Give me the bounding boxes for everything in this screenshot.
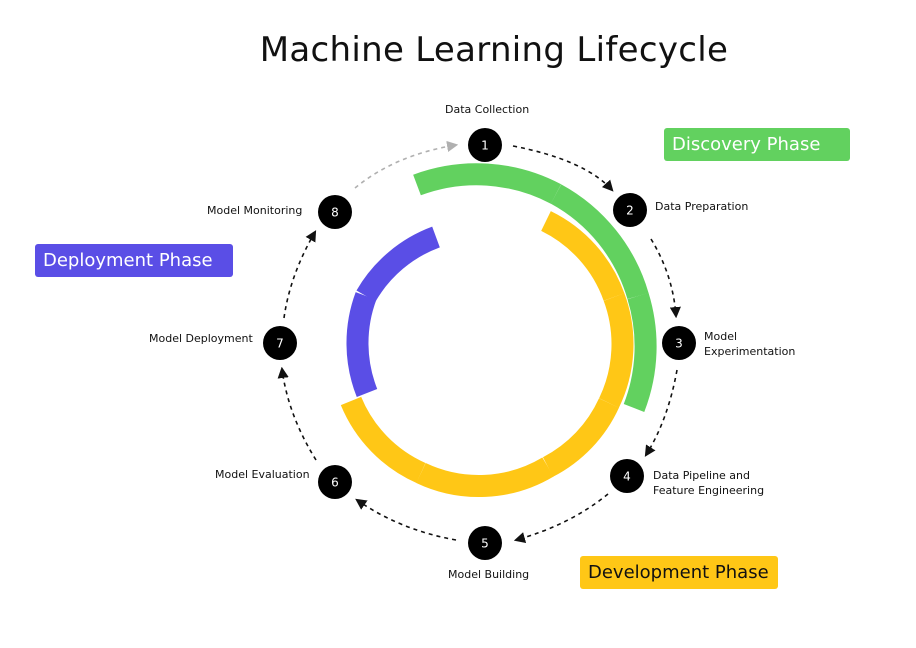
step-label-4-line-2: Feature Engineering bbox=[653, 484, 765, 497]
development-phase-label: Development Phase bbox=[580, 556, 778, 589]
development-arc-segment-3 bbox=[542, 398, 620, 477]
step-node-7: 7 bbox=[263, 326, 297, 360]
arrow-4-to-5 bbox=[513, 493, 609, 543]
development-arc-segment-2 bbox=[598, 293, 634, 408]
step-number-5: 5 bbox=[481, 537, 489, 551]
step-node-3: 3 bbox=[662, 326, 696, 360]
arrow-2-to-3 bbox=[650, 238, 681, 319]
deployment-arc-group bbox=[346, 226, 441, 398]
deployment-arc-segment-2 bbox=[356, 226, 441, 302]
deployment-arc-segment-1 bbox=[346, 292, 378, 398]
arrow-group bbox=[277, 140, 681, 543]
step-label-7: Model Deployment bbox=[149, 332, 253, 345]
arrow-3-to-4 bbox=[644, 369, 678, 457]
arrow-5-to-6 bbox=[355, 498, 457, 541]
arrow-7-to-8 bbox=[283, 230, 317, 319]
arrow-8-to-1 bbox=[354, 140, 459, 189]
diagram-title: Machine Learning Lifecycle bbox=[259, 30, 729, 70]
step-node-5: 5 bbox=[468, 526, 502, 560]
step-number-6: 6 bbox=[331, 476, 339, 490]
discovery-arc-group bbox=[413, 163, 657, 412]
step-node-1: 1 bbox=[468, 128, 502, 162]
step-node-8: 8 bbox=[318, 195, 352, 229]
discovery-arc-segment-1 bbox=[413, 163, 562, 204]
development-arc-segment-4 bbox=[416, 457, 554, 498]
step-node-2: 2 bbox=[613, 193, 647, 227]
development-arc-group bbox=[340, 211, 634, 498]
development-arc-segment-1 bbox=[540, 211, 625, 301]
step-label-3-line-1: Model bbox=[704, 330, 738, 343]
step-label-5: Model Building bbox=[448, 568, 530, 581]
step-nodes: 1 2 3 4 5 6 7 8 bbox=[263, 128, 696, 560]
step-label-1: Data Collection bbox=[445, 103, 530, 116]
step-node-6: 6 bbox=[318, 465, 352, 499]
step-number-8: 8 bbox=[331, 206, 339, 220]
step-label-8: Model Monitoring bbox=[207, 204, 303, 217]
step-number-2: 2 bbox=[626, 204, 634, 218]
step-label-6: Model Evaluation bbox=[215, 468, 310, 481]
discovery-arc-segment-2 bbox=[550, 184, 649, 300]
step-label-4: Data Pipeline and Feature Engineering bbox=[653, 468, 764, 498]
step-label-4-line-1: Data Pipeline and bbox=[653, 469, 751, 482]
step-label-3: Model Experimentation bbox=[704, 329, 795, 359]
deployment-phase-label: Deployment Phase bbox=[35, 244, 233, 277]
step-label-2: Data Preparation bbox=[655, 200, 749, 213]
arrow-6-to-7 bbox=[277, 366, 317, 461]
development-arc-segment-5 bbox=[340, 396, 426, 484]
step-number-4: 4 bbox=[623, 470, 631, 484]
discovery-arc-segment-3 bbox=[623, 292, 657, 412]
step-number-1: 1 bbox=[481, 139, 489, 153]
step-label-3-line-2: Experimentation bbox=[704, 345, 796, 358]
discovery-phase-label: Discovery Phase bbox=[664, 128, 850, 161]
step-number-3: 3 bbox=[675, 337, 683, 351]
step-number-7: 7 bbox=[276, 337, 284, 351]
step-node-4: 4 bbox=[610, 459, 644, 493]
